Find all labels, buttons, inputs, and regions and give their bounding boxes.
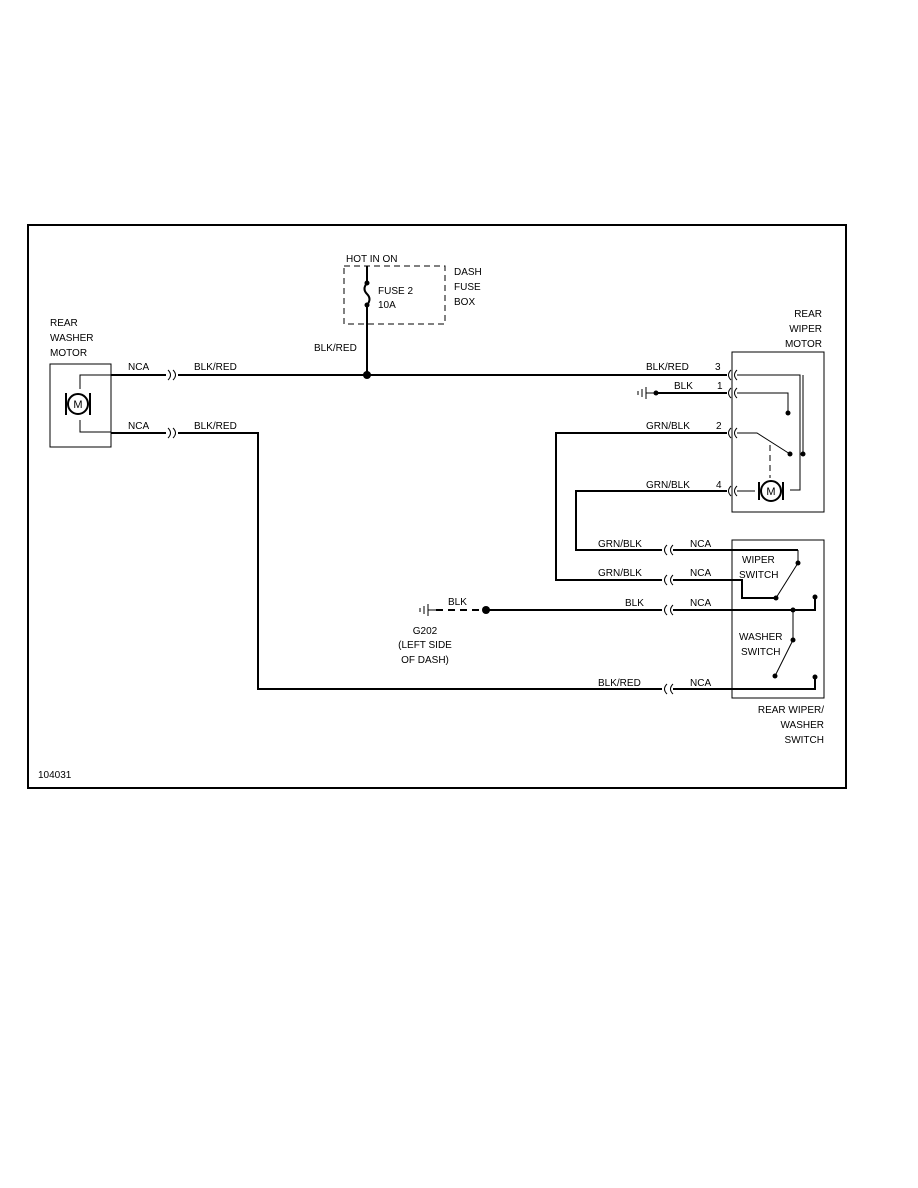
rear-washer-motor-label-3: MOTOR <box>50 348 87 359</box>
diagram-id: 104031 <box>38 770 72 781</box>
wiper-motor-symbol: M <box>766 486 775 498</box>
fuse-rating: 10A <box>378 300 396 311</box>
switch-nca-bottom-label: NCA <box>690 678 711 689</box>
wire-label-nca-top: NCA <box>128 362 149 373</box>
washer-motor-icon <box>67 393 89 415</box>
hot-in-on-label: HOT IN ON <box>346 254 397 265</box>
wiper-switch-label-1: WIPER <box>742 555 775 566</box>
rear-wiper-washer-switch-label-2: WASHER <box>780 720 824 731</box>
wiper-motor-feed-wiring <box>555 432 727 581</box>
washer-switch-label-2: SWITCH <box>741 647 780 658</box>
washer-motor-wiring: NCA NCA BLK/RED BLK/RED <box>111 362 727 690</box>
ground-g202-label-3: OF DASH) <box>401 655 449 666</box>
rear-wiper-washer-switch-label-3: SWITCH <box>785 735 824 746</box>
rear-washer-motor: REAR WASHER MOTOR M <box>49 318 112 448</box>
rear-wiper-motor-box <box>731 351 825 513</box>
pin-4-wire-label: GRN/BLK <box>646 480 690 491</box>
switch-grn-blk-top-label: GRN/BLK <box>598 539 642 550</box>
switch-blk-red-label: BLK/RED <box>598 678 641 689</box>
switch-nca-mid-label: NCA <box>690 568 711 579</box>
switch-grn-blk-bottom-label: GRN/BLK <box>598 568 642 579</box>
dash-fuse-box-label-1: DASH <box>454 267 482 278</box>
connector-washer-top <box>167 369 176 381</box>
pin-1-wire-label: BLK <box>674 381 693 392</box>
ground-g202-label-1: G202 <box>413 626 438 637</box>
rear-washer-motor-label-1: REAR <box>50 318 78 329</box>
switch-nca-blk-label: NCA <box>690 598 711 609</box>
ground-wire-label: BLK <box>448 597 467 608</box>
connector-washer-bottom <box>167 427 176 439</box>
diagram-frame <box>27 224 847 789</box>
pin-2-wire-label: GRN/BLK <box>646 421 690 432</box>
rear-wiper-motor-label-1: REAR <box>794 309 822 320</box>
splice-fuse <box>363 371 371 379</box>
pin-4-label: 4 <box>716 480 722 491</box>
wire-label-blk-red-top: BLK/RED <box>194 362 237 373</box>
ground-g202-label-2: (LEFT SIDE <box>398 640 452 651</box>
washer-motor-symbol: M <box>73 399 82 411</box>
dash-fuse-box-label-3: BOX <box>454 297 475 308</box>
fuse-output-wire-label: BLK/RED <box>314 343 357 354</box>
ground-icon-pin-1 <box>637 387 656 399</box>
pin-2-label: 2 <box>716 421 722 432</box>
wiper-switch-label-2: SWITCH <box>739 570 778 581</box>
fuse-name: FUSE 2 <box>378 286 413 297</box>
dash-fuse-box: HOT IN ON FUSE 2 10A DASH FUSE BOX BLK/R… <box>314 254 482 379</box>
ground-g202: BLK G202 (LEFT SIDE OF DASH) <box>398 597 662 666</box>
pin-3-label: 3 <box>715 362 721 373</box>
rear-wiper-washer-switch-box <box>731 539 825 699</box>
rear-wiper-washer-switch-label-1: REAR WIPER/ <box>758 705 824 716</box>
switch-nca-top-label: NCA <box>690 539 711 550</box>
wire-label-nca-bottom: NCA <box>128 421 149 432</box>
wiper-motor-icon <box>760 480 782 502</box>
pin-1-label: 1 <box>717 381 723 392</box>
pin-3-wire-label: BLK/RED <box>646 362 689 373</box>
rear-wiper-washer-switch: REAR WIPER/ WASHER SWITCH GRN/BLK NCA GR… <box>598 539 825 746</box>
dash-fuse-box-label-2: FUSE <box>454 282 481 293</box>
switch-blk-label: BLK <box>625 598 644 609</box>
wire-label-blk-red-bottom: BLK/RED <box>194 421 237 432</box>
rear-wiper-motor: REAR WIPER MOTOR BLK/RED 3 BLK 1 GRN/BLK… <box>637 309 825 513</box>
rear-wiper-motor-label-3: MOTOR <box>785 339 822 350</box>
washer-switch-label-1: WASHER <box>739 632 783 643</box>
rear-wiper-motor-label-2: WIPER <box>789 324 822 335</box>
rear-washer-motor-label-2: WASHER <box>50 333 94 344</box>
ground-icon-g202 <box>419 604 436 616</box>
rear-washer-motor-box <box>49 363 112 448</box>
